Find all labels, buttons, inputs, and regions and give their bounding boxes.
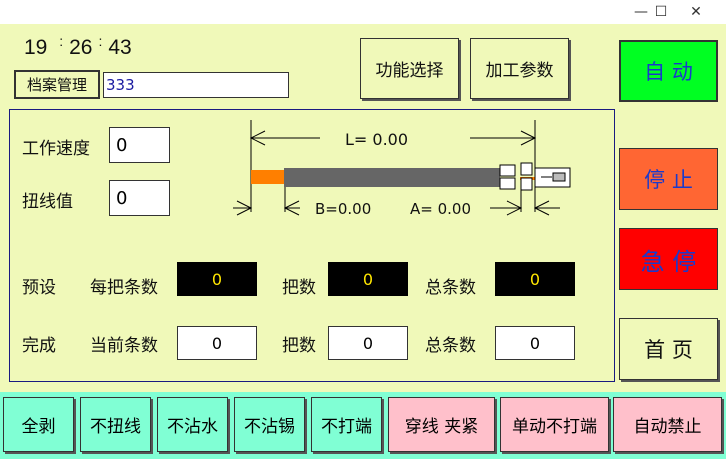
no-tin-button[interactable]: 不沾锡: [234, 397, 305, 452]
clock-minute: 26: [69, 36, 93, 59]
clock-hour: 19: [24, 36, 48, 59]
done-total-value: 0: [495, 326, 575, 360]
clock-separator: :: [59, 33, 64, 49]
preset-per-bundle-label: 每把条数: [90, 278, 158, 298]
no-terminal-button[interactable]: 不打端: [311, 397, 382, 452]
clock: 19 :26:43: [24, 33, 132, 60]
done-current-value: 0: [177, 326, 257, 360]
archive-input[interactable]: 333: [103, 72, 289, 98]
preset-total-label: 总条数: [425, 278, 476, 298]
process-params-button[interactable]: 加工参数: [470, 38, 569, 99]
done-bundles-label: 把数: [282, 336, 316, 356]
done-bundles-value: 0: [328, 326, 408, 360]
preset-bundles-value[interactable]: 0: [328, 262, 408, 296]
home-button[interactable]: 首 页: [619, 318, 718, 380]
auto-disable-button[interactable]: 自动禁止: [613, 397, 722, 452]
done-label: 完成: [22, 336, 56, 356]
title-bar: [0, 0, 726, 24]
main-panel: [9, 109, 615, 382]
twist-label: 扭线值: [22, 192, 73, 212]
clock-separator: :: [98, 33, 103, 49]
function-select-button[interactable]: 功能选择: [360, 38, 459, 99]
preset-per-bundle-value[interactable]: 0: [177, 262, 257, 296]
preset-bundles-label: 把数: [282, 278, 316, 298]
thread-clamp-button[interactable]: 穿线 夹紧: [388, 397, 495, 452]
done-total-label: 总条数: [425, 336, 476, 356]
no-water-button[interactable]: 不沾水: [157, 397, 228, 452]
close-button[interactable]: ✕: [690, 4, 702, 20]
length-L-label: L= 0.00: [345, 130, 409, 149]
minimize-button[interactable]: —: [634, 4, 648, 20]
length-B-label: B=0.00: [315, 200, 372, 218]
length-A-label: A= 0.00: [410, 200, 471, 218]
emergency-stop-button[interactable]: 急 停: [619, 228, 718, 290]
preset-label: 预设: [22, 278, 56, 298]
auto-button[interactable]: 自 动: [619, 40, 718, 102]
no-twist-button[interactable]: 不扭线: [80, 397, 151, 452]
stripped-end: [251, 170, 285, 184]
wire-body: [284, 168, 500, 187]
done-current-label: 当前条数: [90, 336, 158, 356]
maximize-button[interactable]: ☐: [654, 4, 668, 20]
twist-input[interactable]: 0: [109, 180, 170, 216]
archive-button[interactable]: 档案管理: [14, 70, 100, 99]
preset-total-value[interactable]: 0: [495, 262, 575, 296]
clock-second: 43: [108, 36, 132, 59]
speed-input[interactable]: 0: [109, 127, 170, 163]
speed-label: 工作速度: [22, 139, 90, 159]
full-strip-button[interactable]: 全剥: [3, 397, 74, 452]
stop-button[interactable]: 停 止: [619, 148, 718, 210]
single-no-terminal-button[interactable]: 单动不打端: [500, 397, 609, 452]
